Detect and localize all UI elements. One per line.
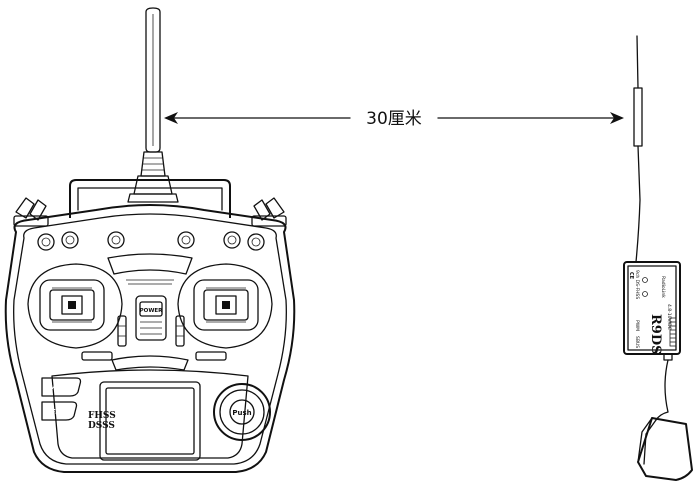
receiver-box: R9DS RadioLink 9ch DS-FHSS CE 4.8-10V/DC… — [623, 261, 681, 361]
receiver-model: R9DS — [648, 314, 663, 355]
transmitter-handle — [69, 179, 231, 218]
receiver-ce: CE — [628, 272, 634, 280]
transmitter: POWER Mode End FHSS DSSS — [4, 7, 296, 473]
left-stick-icon — [68, 301, 76, 309]
end-button-label: End — [51, 408, 67, 416]
receiver-sbus-label: SBUS — [634, 336, 640, 348]
transmitter-antenna — [127, 7, 179, 203]
right-stick-gimbal[interactable] — [177, 263, 273, 349]
power-label: POWER — [140, 308, 164, 314]
power-switch[interactable]: POWER — [135, 295, 167, 341]
receiver-brand: RadioLink — [660, 276, 666, 298]
transmitter-body — [4, 204, 296, 473]
trim-switches[interactable] — [81, 315, 227, 361]
mode-button[interactable]: Mode — [41, 377, 82, 397]
mode-button-label: Mode — [49, 384, 71, 392]
top-knobs[interactable] — [37, 231, 265, 251]
dsss-label: DSSS — [88, 421, 115, 431]
battery-pack — [637, 417, 693, 481]
arrow-left-icon — [164, 112, 178, 124]
receiver-antenna — [633, 35, 643, 263]
distance-indicator: 30厘米 — [164, 109, 624, 129]
push-dial[interactable]: Push — [213, 383, 271, 441]
receiver-lead-wire — [655, 359, 669, 421]
receiver-port-row-label: PWM — [634, 320, 640, 331]
fhss-label: FHSS — [88, 411, 116, 421]
receiver: R9DS RadioLink 9ch DS-FHSS CE 4.8-10V/DC… — [623, 35, 693, 481]
receiver-ports[interactable] — [669, 317, 677, 347]
arrow-right-icon — [610, 112, 624, 124]
push-button-label: Push — [232, 409, 251, 417]
distance-label: 30厘米 — [366, 109, 422, 129]
left-stick-gimbal[interactable] — [27, 263, 123, 349]
lcd-screen — [99, 381, 201, 461]
receiver-line1: 9ch DS-FHSS — [634, 270, 640, 299]
end-button[interactable]: End — [41, 401, 78, 421]
right-stick-icon — [222, 301, 230, 309]
receiver-voltage: 4.8-10V/DC — [666, 304, 672, 330]
center-vent — [107, 253, 193, 285]
